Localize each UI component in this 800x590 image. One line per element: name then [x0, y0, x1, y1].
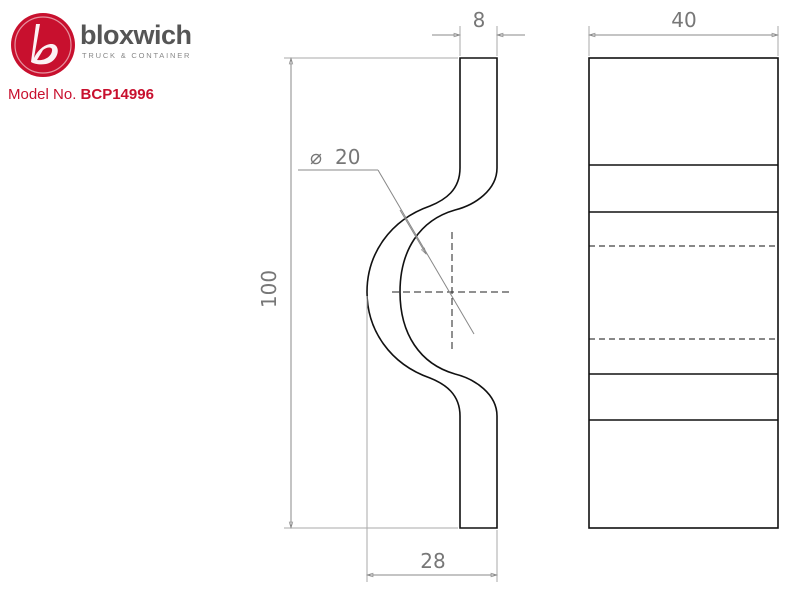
dimension-width-label: 40: [671, 8, 696, 32]
dimension-height: 100: [257, 56, 458, 530]
dimension-thickness-label: 8: [473, 8, 486, 32]
dimension-width: 40: [587, 8, 780, 56]
brand-tagline: TRUCK & CONTAINER: [82, 51, 192, 60]
dimension-depth: 28: [365, 296, 499, 582]
dimension-depth-label: 28: [420, 549, 445, 573]
diameter-symbol: ⌀: [310, 145, 322, 169]
brand-name: bloxwich: [80, 20, 192, 50]
dimension-height-label: 100: [257, 270, 281, 308]
model-number: Model No. BCP14996: [8, 86, 154, 103]
dimension-thickness: 8: [432, 8, 525, 56]
clip-profile-outline: [366, 57, 498, 529]
model-number-value: BCP14996: [80, 86, 154, 103]
model-number-label: Model No.: [8, 86, 77, 103]
side-view: [366, 57, 512, 529]
dimension-diameter-label: 20: [335, 145, 360, 169]
front-view-outline: [588, 57, 779, 529]
front-view: [588, 57, 779, 529]
bloxwich-logo-icon: [11, 13, 75, 77]
dimension-diameter: ⌀ 20: [298, 145, 475, 335]
